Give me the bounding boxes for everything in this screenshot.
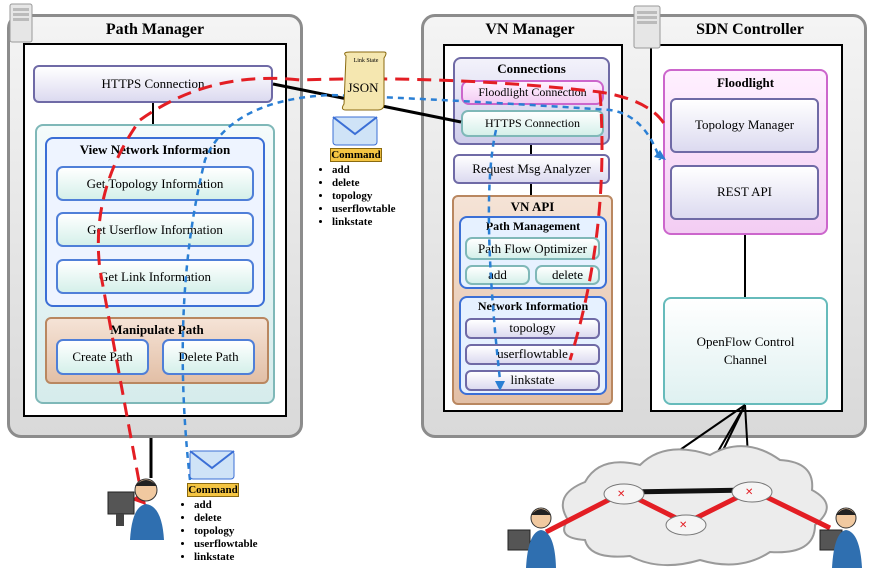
openflow-control-channel[interactable]: OpenFlow Control Channel (663, 297, 828, 405)
command-item: linkstate (194, 551, 258, 564)
user-icon-path-manager (106, 474, 168, 544)
request-msg-analyzer[interactable]: Request Msg Analyzer (453, 154, 610, 184)
ni-topology[interactable]: topology (465, 318, 600, 339)
server-icon-right (628, 4, 668, 52)
get-userflow-button[interactable]: Get Userflow Information (56, 212, 254, 247)
command-item: topology (194, 525, 258, 538)
command-item: userflowtable (332, 203, 396, 216)
command-item: topology (332, 190, 396, 203)
pm-add-button[interactable]: add (465, 265, 530, 285)
server-icon-left (6, 2, 38, 46)
path-management-title: Path Management (485, 219, 581, 233)
sdn-controller-title: SDN Controller (696, 21, 804, 38)
topology-manager[interactable]: Topology Manager (670, 98, 819, 153)
command-item: linkstate (332, 216, 396, 229)
view-network-title: View Network Information (79, 142, 231, 157)
pm-https-connection[interactable]: HTTPS Connection (33, 65, 273, 103)
scroll-json-text: JSON (347, 80, 379, 95)
envelope-icon-bottom (187, 448, 237, 482)
get-link-button[interactable]: Get Link Information (56, 259, 254, 294)
vn-https-connection[interactable]: HTTPS Connection (461, 110, 604, 137)
command-label-bottom: Command (187, 483, 239, 497)
path-flow-optimizer[interactable]: Path Flow Optimizer (465, 237, 600, 260)
pm-delete-button[interactable]: delete (535, 265, 600, 285)
svg-text:✕: ✕ (679, 520, 687, 531)
command-list-top: add delete topology userflowtable linkst… (318, 164, 396, 229)
rest-api[interactable]: REST API (670, 165, 819, 220)
svg-text:✕: ✕ (617, 489, 625, 500)
scroll-top-text: Link State (353, 58, 379, 64)
floodlight-title: Floodlight (716, 75, 775, 90)
get-topology-button[interactable]: Get Topology Information (56, 166, 254, 201)
command-item: delete (194, 512, 258, 525)
envelope-icon-top (330, 114, 380, 148)
vn-api-title: VN API (510, 199, 555, 214)
command-item: add (194, 499, 258, 512)
command-label-top: Command (330, 148, 382, 162)
command-item: delete (332, 177, 396, 190)
vn-manager-title: VN Manager (485, 21, 575, 38)
command-item: userflowtable (194, 538, 258, 551)
manipulate-path-title: Manipulate Path (110, 322, 204, 337)
command-item: add (332, 164, 396, 177)
network-information-title: Network Information (477, 299, 589, 313)
path-manager-title: Path Manager (105, 21, 205, 38)
connections-title: Connections (497, 61, 566, 76)
command-list-bottom: add delete topology userflowtable linkst… (180, 499, 258, 564)
svg-text:✕: ✕ (745, 487, 753, 498)
delete-path-button[interactable]: Delete Path (162, 339, 255, 375)
json-scroll-icon (338, 50, 390, 112)
